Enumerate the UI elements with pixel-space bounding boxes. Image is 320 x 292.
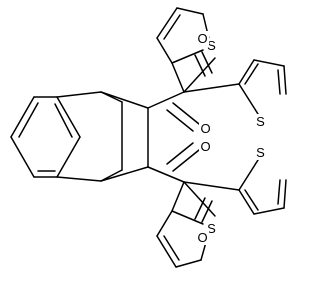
atom-label: O bbox=[197, 230, 207, 245]
bond bbox=[183, 83, 240, 93]
bond bbox=[172, 149, 200, 172]
bond bbox=[54, 103, 73, 138]
bond bbox=[10, 136, 35, 178]
bond bbox=[283, 179, 287, 209]
bond bbox=[283, 65, 287, 95]
atom-label: S bbox=[256, 145, 265, 160]
atom-label-layer: S S S S O O O O bbox=[196, 31, 267, 245]
bond bbox=[56, 91, 102, 98]
bond bbox=[183, 181, 240, 191]
atom-label: S bbox=[207, 221, 216, 236]
bond bbox=[163, 235, 180, 261]
bond bbox=[56, 136, 81, 178]
bond bbox=[172, 102, 200, 125]
atom-label: S bbox=[256, 114, 265, 129]
sulfur-atom: S bbox=[254, 145, 267, 160]
atom-label: S bbox=[207, 38, 216, 53]
bond bbox=[183, 181, 216, 217]
bond bbox=[238, 59, 255, 85]
bond bbox=[238, 83, 259, 115]
bond bbox=[10, 96, 35, 138]
bond bbox=[183, 57, 216, 93]
bond bbox=[171, 49, 204, 64]
bond bbox=[277, 179, 281, 205]
bond-layer bbox=[10, 7, 287, 268]
bond bbox=[201, 51, 213, 74]
bond bbox=[171, 181, 185, 212]
oxygen-atom: O bbox=[199, 121, 212, 136]
bond bbox=[156, 37, 173, 64]
bond bbox=[156, 7, 178, 39]
oxygen-atom: O bbox=[196, 31, 209, 46]
bond bbox=[244, 63, 259, 85]
bond bbox=[171, 62, 185, 93]
bond bbox=[147, 166, 185, 183]
bond bbox=[175, 259, 202, 268]
oxygen-atom: O bbox=[199, 139, 212, 154]
atom-label: O bbox=[200, 139, 210, 154]
bond bbox=[244, 189, 259, 211]
bond bbox=[156, 210, 173, 237]
sulfur-atom: S bbox=[254, 114, 267, 129]
bond bbox=[100, 166, 149, 182]
bond bbox=[100, 169, 123, 182]
bond bbox=[18, 102, 39, 138]
bond bbox=[253, 59, 285, 67]
bond bbox=[253, 207, 285, 215]
bond bbox=[166, 109, 194, 132]
bond bbox=[238, 189, 255, 215]
bond bbox=[194, 197, 206, 220]
bond bbox=[163, 14, 181, 40]
bond bbox=[238, 159, 259, 191]
oxygen-atom: O bbox=[196, 230, 209, 245]
bond bbox=[147, 91, 185, 109]
bond bbox=[56, 96, 81, 138]
bond bbox=[171, 210, 204, 225]
atom-label: O bbox=[197, 31, 207, 46]
bond bbox=[201, 200, 213, 223]
bond bbox=[176, 7, 204, 15]
atom-label: O bbox=[200, 121, 210, 136]
bond bbox=[194, 54, 206, 77]
bond bbox=[166, 142, 194, 165]
bond bbox=[277, 69, 281, 95]
bond bbox=[100, 91, 149, 109]
bond bbox=[156, 235, 177, 268]
bond bbox=[56, 176, 102, 182]
